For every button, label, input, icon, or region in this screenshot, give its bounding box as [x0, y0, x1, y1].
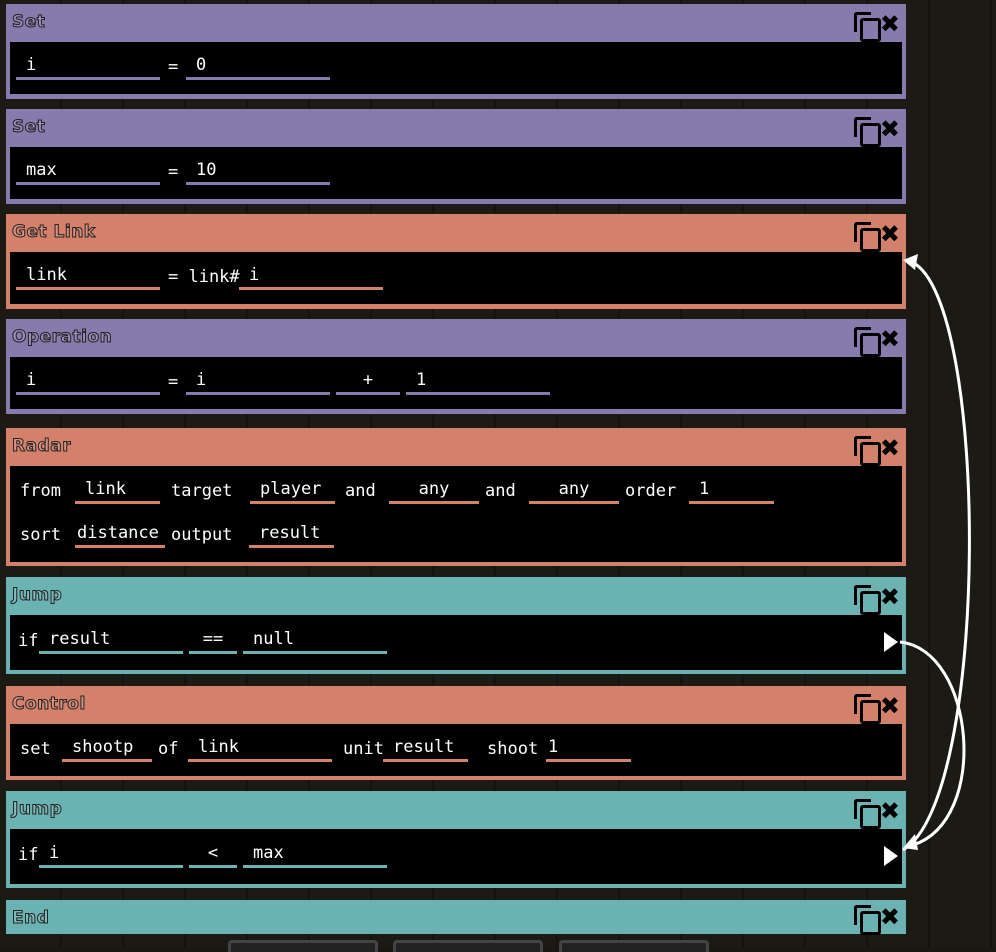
operand-b-field[interactable]: 1 — [406, 369, 550, 395]
if-label: if — [18, 845, 39, 865]
instruction-jump[interactable]: Jump ✖ if result == null — [6, 577, 906, 674]
operand-a-field[interactable]: result — [39, 628, 183, 654]
block-title: Get Link — [12, 222, 96, 243]
variable-field[interactable]: i — [16, 54, 160, 80]
of-label: of — [158, 739, 179, 759]
shoot-label: shoot — [487, 739, 539, 759]
order-label: order — [625, 481, 677, 501]
instruction-end[interactable]: End ✖ — [6, 900, 906, 935]
jump-handle-icon[interactable] — [884, 632, 898, 652]
close-icon[interactable]: ✖ — [879, 10, 900, 38]
result-field[interactable]: i — [16, 369, 160, 395]
block-title: Operation — [11, 327, 113, 348]
condition-button[interactable]: == — [189, 628, 237, 654]
close-icon[interactable]: ✖ — [879, 220, 900, 248]
target-label: target — [171, 481, 233, 501]
instruction-operation[interactable]: Operation ✖ i = i + 1 — [6, 319, 906, 414]
arrowhead-icon — [903, 254, 918, 270]
instruction-radar[interactable]: Radar ✖ from link target player and any … — [6, 428, 906, 566]
output-label: output — [171, 525, 233, 545]
instruction-jump[interactable]: Jump ✖ if i < max — [6, 791, 906, 888]
order-field[interactable]: 1 — [689, 478, 774, 504]
block-title: End — [11, 908, 50, 929]
equals-label: = — [168, 162, 179, 182]
target2-button[interactable]: any — [389, 478, 479, 504]
equals-label: = — [168, 372, 179, 392]
if-label: if — [18, 631, 39, 651]
operand-b-field[interactable]: null — [243, 628, 387, 654]
unit-label: unit — [343, 739, 384, 759]
operand-a-field[interactable]: i — [186, 369, 330, 395]
close-icon[interactable]: ✖ — [879, 115, 900, 143]
from-label: from — [20, 481, 61, 501]
equals-label: = — [168, 57, 179, 77]
block-title: Radar — [11, 436, 72, 457]
close-icon[interactable]: ✖ — [879, 434, 900, 462]
copy-icon[interactable] — [853, 12, 881, 42]
copy-icon[interactable] — [853, 905, 881, 935]
instruction-set[interactable]: Set ✖ i = 0 — [6, 4, 906, 99]
instruction-set[interactable]: Set ✖ max = 10 — [6, 109, 906, 204]
value-field[interactable]: 0 — [186, 54, 330, 80]
copy-icon[interactable] — [853, 327, 881, 357]
and-label: and — [485, 481, 516, 501]
copy-icon[interactable] — [853, 694, 881, 724]
target-field[interactable]: link — [188, 736, 332, 762]
jump-arrow-2 — [902, 260, 971, 852]
block-title: Set — [11, 12, 46, 33]
jump-arrow-1 — [899, 640, 966, 847]
copy-icon[interactable] — [853, 436, 881, 466]
copy-icon[interactable] — [853, 799, 881, 829]
copy-icon[interactable] — [853, 117, 881, 147]
from-field[interactable]: link — [75, 478, 160, 504]
close-icon[interactable]: ✖ — [879, 797, 900, 825]
target3-button[interactable]: any — [529, 478, 619, 504]
shoot-field[interactable]: 1 — [546, 736, 631, 762]
action-button[interactable]: shootp — [62, 736, 152, 762]
link-label: = link# — [168, 267, 240, 287]
block-title: Jump — [11, 585, 63, 606]
and-label: and — [345, 481, 376, 501]
block-title: Jump — [11, 799, 63, 820]
set-label: set — [20, 739, 51, 759]
sort-button[interactable]: distance — [75, 522, 165, 548]
index-field[interactable]: i — [239, 264, 383, 290]
variable-field[interactable]: max — [16, 159, 160, 185]
jump-handle-icon[interactable] — [884, 846, 898, 866]
result-field[interactable]: link — [16, 264, 160, 290]
condition-button[interactable]: < — [189, 842, 237, 868]
operand-b-field[interactable]: max — [243, 842, 387, 868]
copy-icon[interactable] — [853, 585, 881, 615]
unit-field[interactable]: result — [383, 736, 468, 762]
operator-button[interactable]: + — [336, 369, 400, 395]
target1-button[interactable]: player — [250, 478, 335, 504]
arrowhead-icon — [903, 834, 918, 850]
close-icon[interactable]: ✖ — [879, 692, 900, 720]
output-field[interactable]: result — [249, 522, 334, 548]
close-icon[interactable]: ✖ — [879, 583, 900, 611]
instruction-control[interactable]: Control ✖ set shootp of link unit result… — [6, 686, 906, 780]
close-icon[interactable]: ✖ — [879, 325, 900, 353]
sort-label: sort — [20, 525, 61, 545]
instruction-getlink[interactable]: Get Link ✖ link = link# i — [6, 214, 906, 309]
value-field[interactable]: 10 — [186, 159, 330, 185]
block-title: Set — [11, 117, 46, 138]
block-title: Control — [12, 694, 86, 715]
copy-icon[interactable] — [853, 222, 881, 252]
operand-a-field[interactable]: i — [39, 842, 183, 868]
close-icon[interactable]: ✖ — [879, 903, 900, 931]
